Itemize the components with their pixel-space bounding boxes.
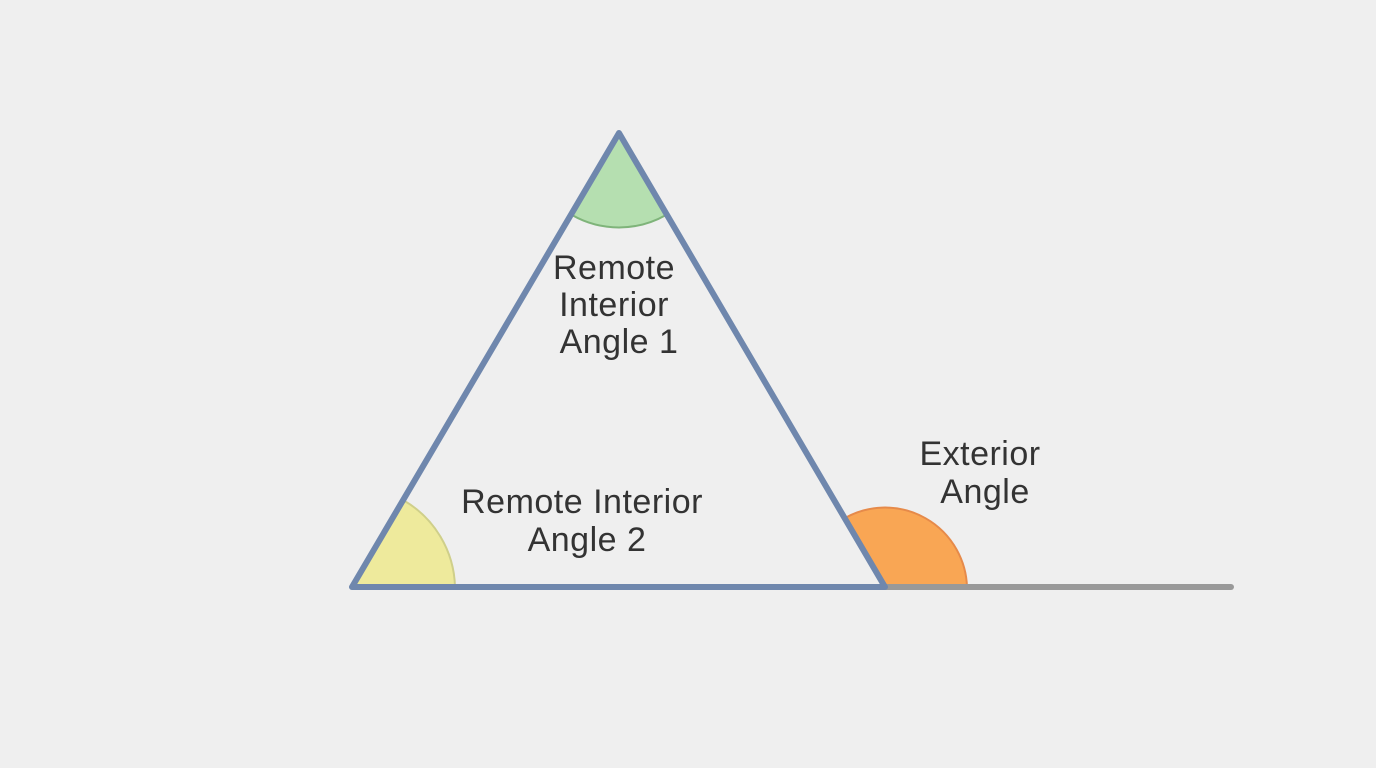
exterior-angle-label: Exterior Angle: [919, 435, 1050, 511]
label-line: Remote: [553, 249, 675, 287]
remote-interior-angle-2-label: Remote Interior Angle 2: [461, 483, 713, 559]
label-line: Interior: [559, 286, 669, 324]
triangle: [349, 130, 888, 590]
remote-interior-angle-2-marker: [351, 499, 456, 588]
label-line: Remote Interior: [461, 483, 703, 521]
remote-interior-angle-1-label: Remote Interior Angle 1: [553, 249, 685, 361]
label-line: Angle 1: [560, 323, 679, 361]
label-line: Angle 2: [528, 521, 647, 559]
label-line: Angle: [940, 473, 1029, 511]
remote-interior-angle-1-marker: [571, 134, 667, 229]
label-line: Exterior: [919, 435, 1040, 473]
